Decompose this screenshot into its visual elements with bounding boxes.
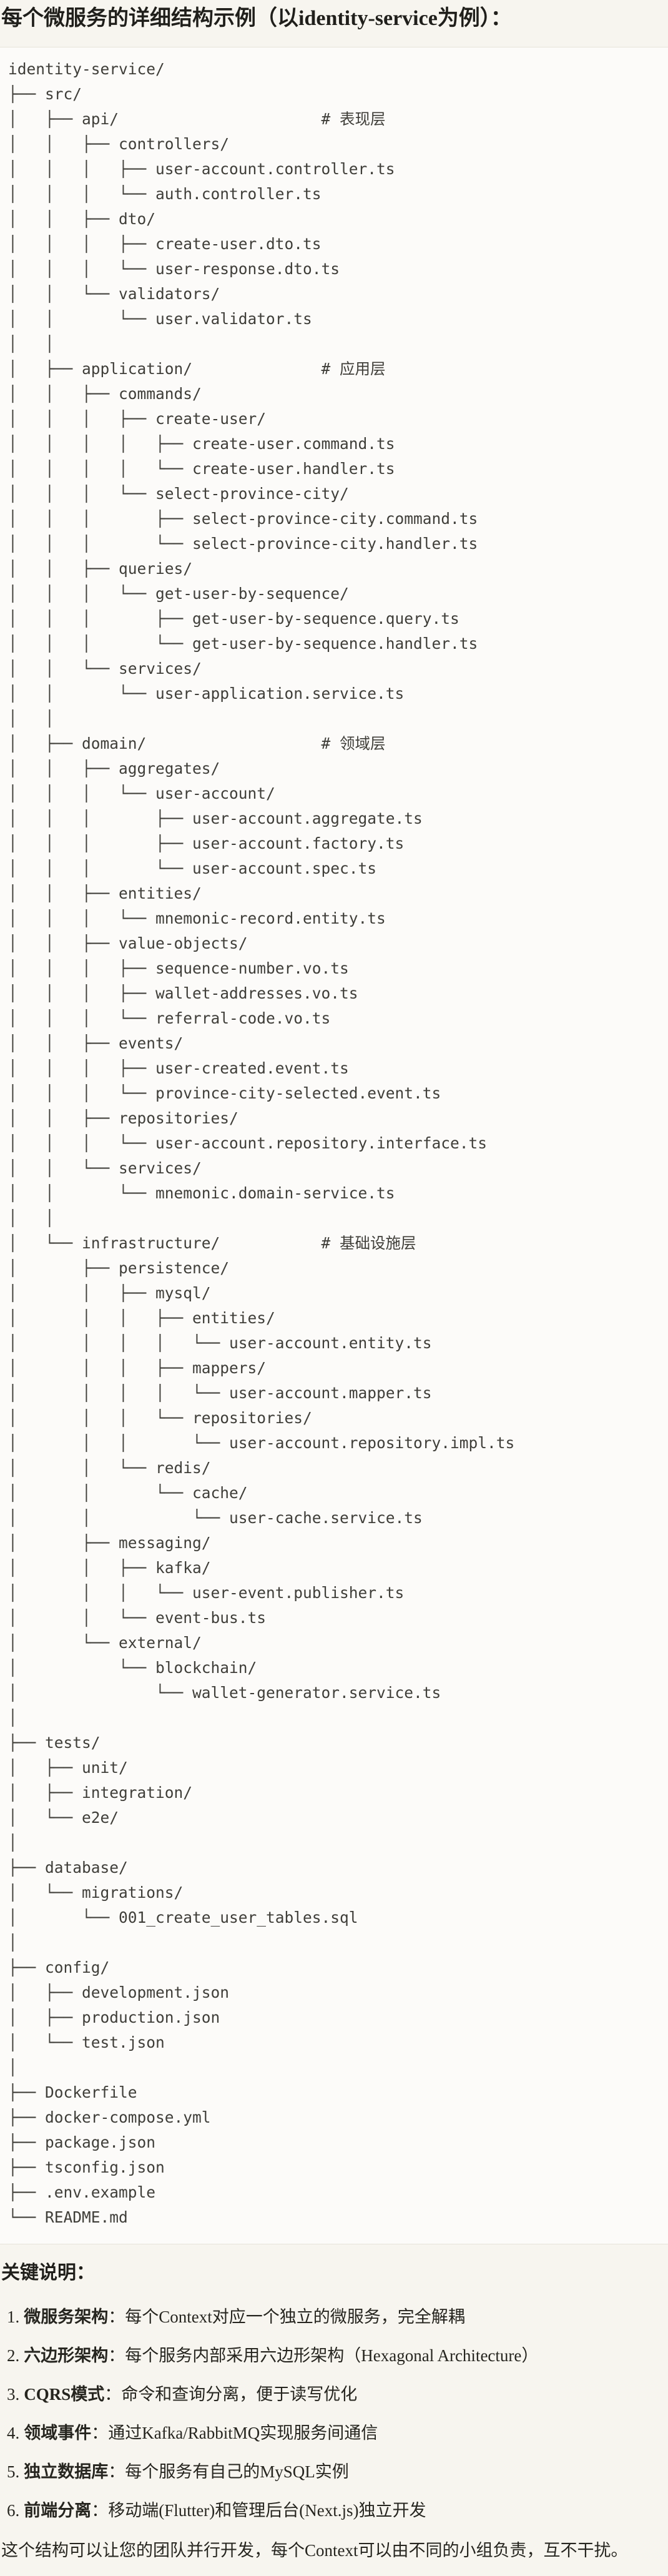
note-number: 6. [7, 2501, 20, 2520]
document: 每个微服务的详细结构示例（以identity-service为例）： ident… [0, 5, 668, 2563]
note-term: CQRS模式 [24, 2385, 105, 2404]
note-desc: ：移动端(Flutter)和管理后台(Next.js)独立开发 [91, 2501, 426, 2520]
note-number: 5. [7, 2462, 20, 2482]
note-item: 6.前端分离：移动端(Flutter)和管理后台(Next.js)独立开发 [1, 2498, 668, 2523]
note-desc: ：命令和查询分离，便于读写优化 [104, 2385, 358, 2404]
note-item: 4.领域事件：通过Kafka/RabbitMQ实现服务间通信 [1, 2421, 668, 2445]
note-number: 4. [7, 2424, 20, 2443]
page-title: 每个微服务的详细结构示例（以identity-service为例）： [1, 7, 512, 30]
note-item: 3.CQRS模式：命令和查询分离，便于读写优化 [1, 2382, 668, 2407]
note-number: 1. [7, 2307, 20, 2327]
note-number: 2. [7, 2346, 20, 2366]
file-tree-block: identity-service/ ├── src/ │ ├── api/ # … [0, 46, 668, 2244]
note-number: 3. [7, 2385, 20, 2404]
closing-paragraph: 这个结构可以让您的团队并行开发，每个Context可以由不同的小组负责，互不干扰… [1, 2541, 628, 2560]
note-item: 2.六边形架构：每个服务内部采用六边形架构（Hexagonal Architec… [1, 2343, 668, 2368]
notes-section: 关键说明： 1.微服务架构：每个Context对应一个独立的微服务，完全解耦 2.… [1, 2261, 668, 2564]
note-term: 前端分离 [24, 2501, 92, 2520]
note-term: 独立数据库 [24, 2462, 109, 2482]
note-desc: ：每个服务内部采用六边形架构（Hexagonal Architecture） [108, 2346, 539, 2366]
note-desc: ：通过Kafka/RabbitMQ实现服务间通信 [91, 2424, 378, 2443]
file-tree: identity-service/ ├── src/ │ ├── api/ # … [8, 59, 515, 2226]
note-item: 1.微服务架构：每个Context对应一个独立的微服务，完全解耦 [1, 2304, 668, 2329]
note-term: 微服务架构 [24, 2307, 109, 2327]
notes-heading: 关键说明： [1, 2262, 95, 2283]
note-term: 六边形架构 [24, 2346, 109, 2366]
note-desc: ：每个服务有自己的MySQL实例 [108, 2462, 349, 2482]
note-desc: ：每个Context对应一个独立的微服务，完全解耦 [108, 2307, 465, 2327]
note-term: 领域事件 [24, 2424, 92, 2443]
note-item: 5.独立数据库：每个服务有自己的MySQL实例 [1, 2459, 668, 2484]
